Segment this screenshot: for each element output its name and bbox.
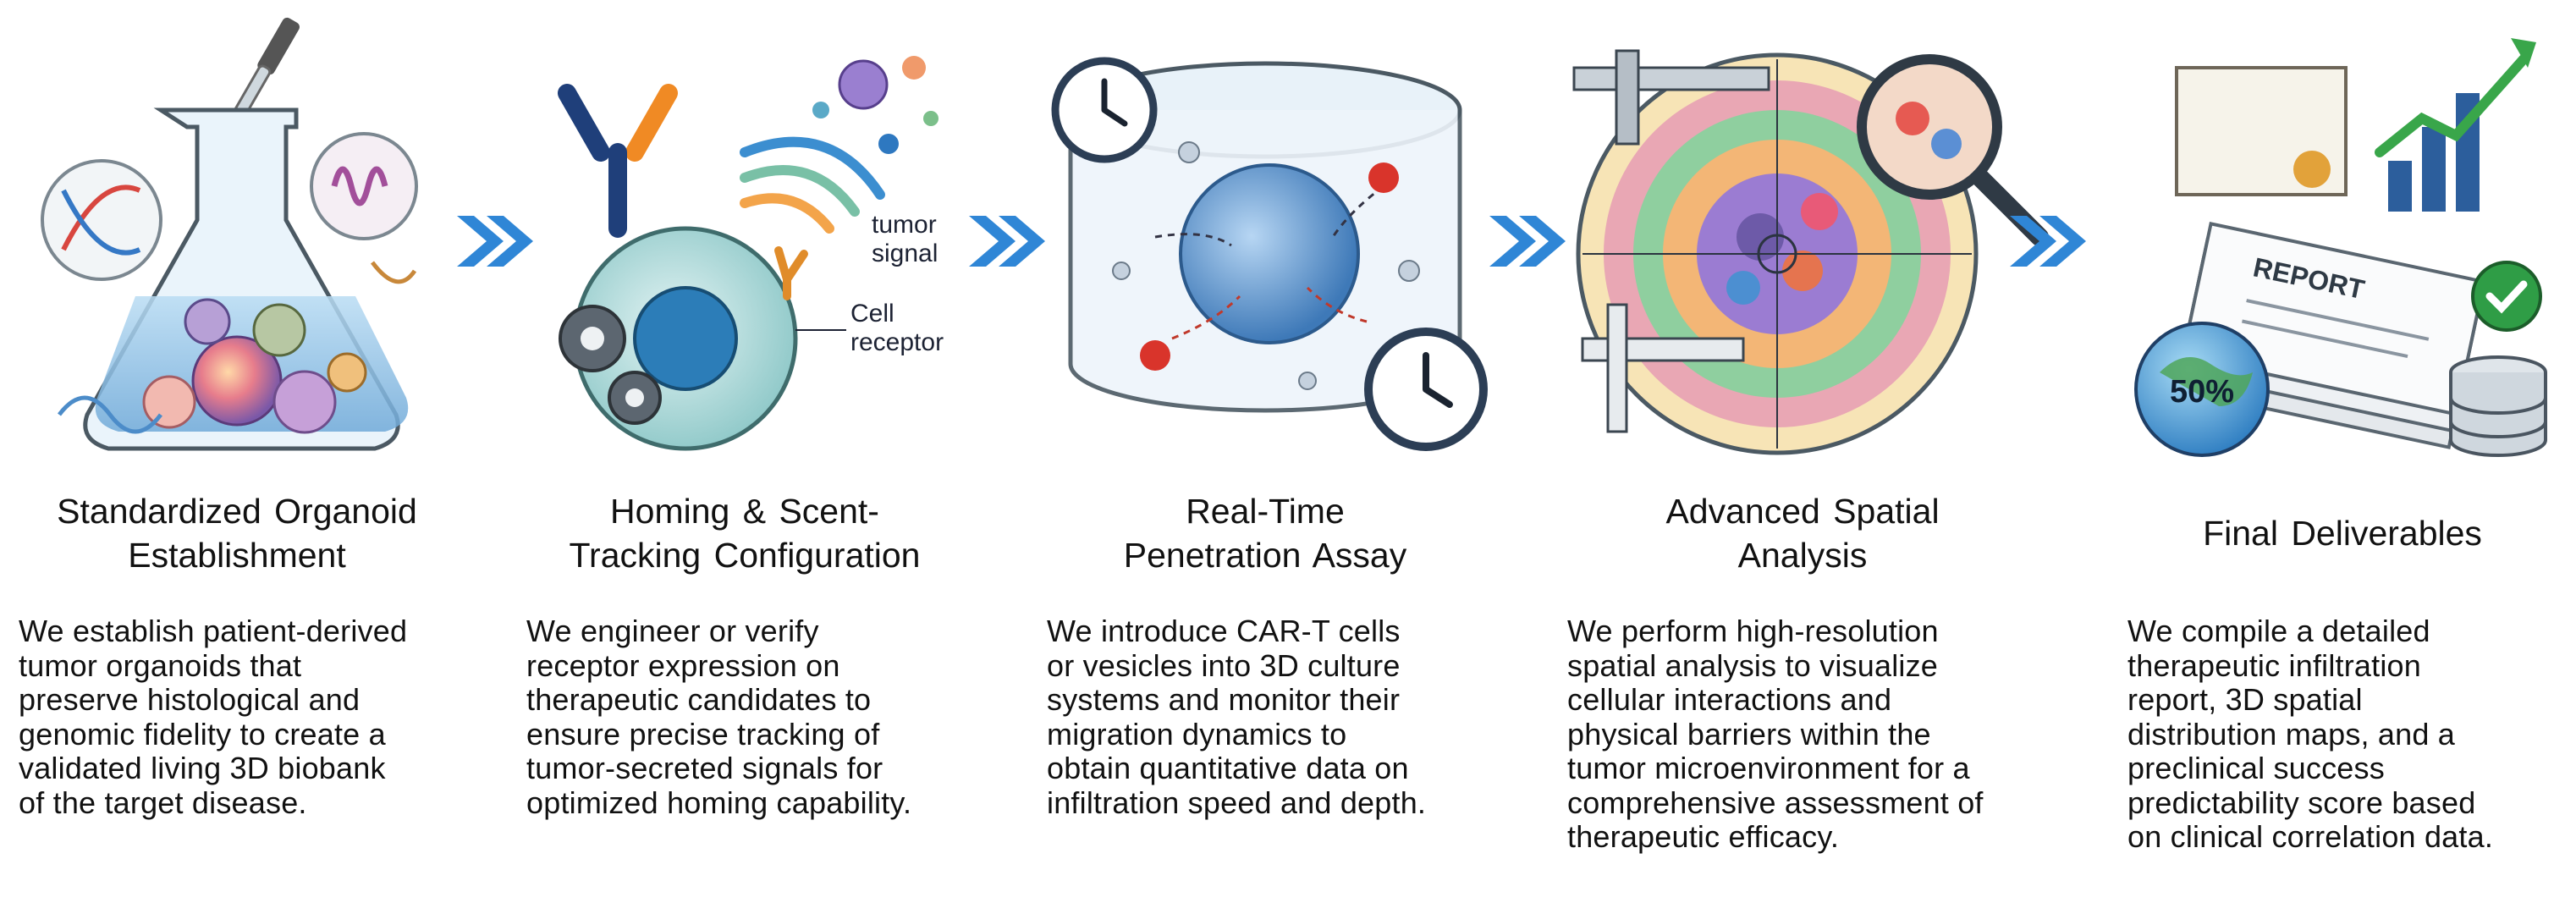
step-description: We introduce CAR-T cells or vesicles int… [1047,614,1427,820]
tissue-magnifier-icon [1572,49,2049,455]
report-stack-icon: REPORT 50% [2134,38,2547,457]
step-4: Advanced Spatial Analysis We perform hig… [1549,0,2056,914]
next-step-chevron-icon [969,216,1045,267]
step-description: We engineer or verify receptor expressio… [526,614,912,820]
flask-icon [41,17,418,451]
step-title: Standardized Organoid Establishment [57,492,417,575]
score-label: 50% [2170,374,2234,410]
step-title: Homing & Scent- Tracking Configuration [569,492,921,575]
step-3: Real-Time Penetration Assay We introduce… [1028,0,1502,914]
next-step-chevron-icon [457,216,533,267]
next-step-chevron-icon [2010,216,2086,267]
step-title: Final Deliverables [2203,514,2482,553]
step-description: We perform high-resolution spatial analy… [1567,614,1984,854]
step-title: Advanced Spatial Analysis [1665,492,1940,575]
step-description: We establish patient-derived tumor organ… [19,614,408,820]
flask-organoid-illustration [0,17,474,474]
step-1: Standardized Organoid Establishment We e… [0,0,474,914]
step-5: REPORT 50% Final Deliverables We compile… [2109,0,2576,914]
spatial-analysis-illustration [1549,17,2056,474]
penetration-assay-illustration [1028,17,1502,474]
step-title: Real-Time Penetration Assay [1123,492,1407,575]
step-description: We compile a detailed therapeutic infilt… [2127,614,2494,854]
next-step-chevron-icon [1489,216,1566,267]
deliverables-illustration: REPORT 50% [2109,17,2576,474]
culture-chamber-icon [1051,57,1488,451]
